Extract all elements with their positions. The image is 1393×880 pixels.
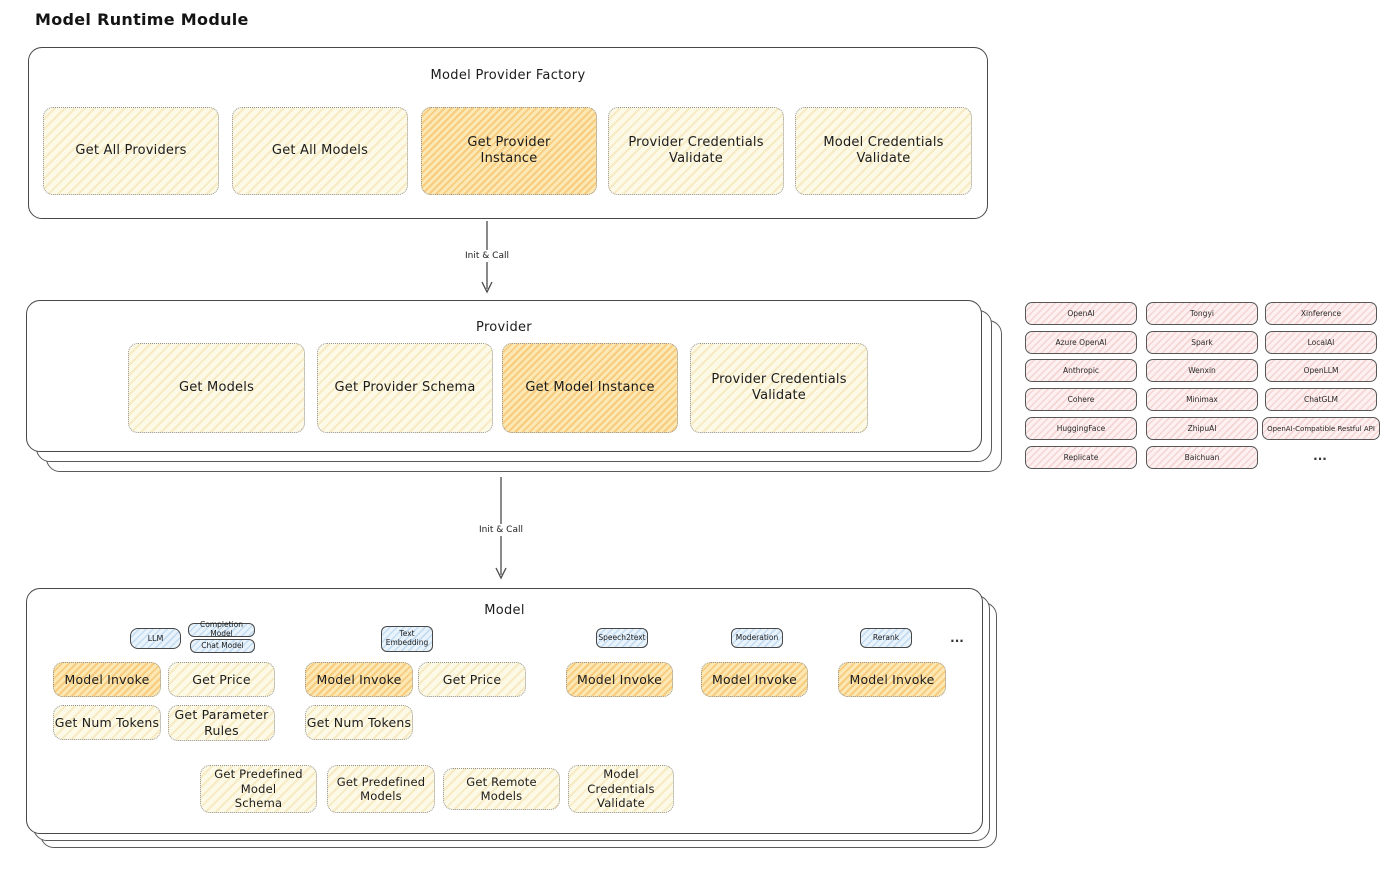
arrow-label-init-call-1: Init & Call [447,250,527,262]
node-get-models: Get Models [128,343,305,433]
provider-chip-anthropic: Anthropic [1025,359,1137,382]
node-model-credentials-validate-factory: Model Credentials Validate [795,107,972,195]
provider-chip-spark: Spark [1146,331,1258,354]
model-type-completion-chip: Completion Model [188,621,255,638]
provider-chip-replicate: Replicate [1025,446,1137,469]
provider-chip-wenxin: Wenxin [1146,359,1258,382]
provider-chip-huggingface: HuggingFace [1025,417,1137,440]
node-model-invoke-llm: Model Invoke [53,662,161,697]
node-get-num-tokens-text-embedding: Get Num Tokens [305,705,413,740]
provider-chip-openai-compatible: OpenAI-Compatible Restful API [1262,417,1380,440]
provider-chip-chatglm: ChatGLM [1265,388,1377,411]
provider-chip-zhipuai: ZhipuAI [1146,417,1258,440]
node-get-provider-schema: Get Provider Schema [317,343,493,433]
node-get-price-text-embedding: Get Price [418,662,526,697]
node-provider-credentials-validate-provider: Provider Credentials Validate [690,343,868,433]
node-model-credentials-validate-model: Model Credentials Validate [568,765,674,813]
node-get-all-models: Get All Models [232,107,408,195]
node-get-price-llm: Get Price [168,662,275,697]
provider-chip-localai: LocalAI [1265,331,1377,354]
provider-chip-tongyi: Tongyi [1146,302,1258,325]
provider-chip-openllm: OpenLLM [1265,359,1377,382]
node-get-provider-instance: Get Provider Instance [421,107,597,195]
node-get-parameter-rules: Get Parameter Rules [168,705,275,741]
node-get-predefined-models: Get Predefined Models [327,765,435,813]
provider-chip-openai: OpenAI [1025,302,1137,325]
node-get-all-providers: Get All Providers [43,107,219,195]
node-model-invoke-text-embedding: Model Invoke [305,662,413,697]
node-get-predefined-model-schema: Get Predefined Model Schema [200,765,317,813]
model-type-text-embedding-chip: Text Embedding [381,626,433,652]
factory-title: Model Provider Factory [430,68,586,83]
model-type-chat-chip: Chat Model [190,639,255,653]
model-type-speech2text-chip: Speech2text [596,628,648,648]
provider-chip-cohere: Cohere [1025,388,1137,411]
node-model-invoke-moderation: Model Invoke [701,662,808,697]
node-get-remote-models: Get Remote Models [443,768,560,810]
page-title: Model Runtime Module [35,10,249,29]
node-get-model-instance: Get Model Instance [502,343,678,433]
provider-chip-minimax: Minimax [1146,388,1258,411]
model-type-rerank-chip: Rerank [860,628,912,648]
model-title: Model [484,603,525,618]
node-model-invoke-speech2text: Model Invoke [566,662,673,697]
node-model-invoke-rerank: Model Invoke [838,662,946,697]
provider-chip-azure-openai: Azure OpenAI [1025,331,1137,354]
model-types-more: ... [950,631,964,645]
model-type-moderation-chip: Moderation [731,628,783,648]
provider-chip-baichuan: Baichuan [1146,446,1258,469]
provider-chip-xinference: Xinference [1265,302,1377,325]
provider-title: Provider [476,320,532,335]
provider-list-more: ... [1313,449,1327,463]
model-type-llm-chip: LLM [130,628,181,649]
node-get-num-tokens-llm: Get Num Tokens [53,705,161,740]
arrow-label-init-call-2: Init & Call [461,524,541,536]
node-provider-credentials-validate-factory: Provider Credentials Validate [608,107,784,195]
